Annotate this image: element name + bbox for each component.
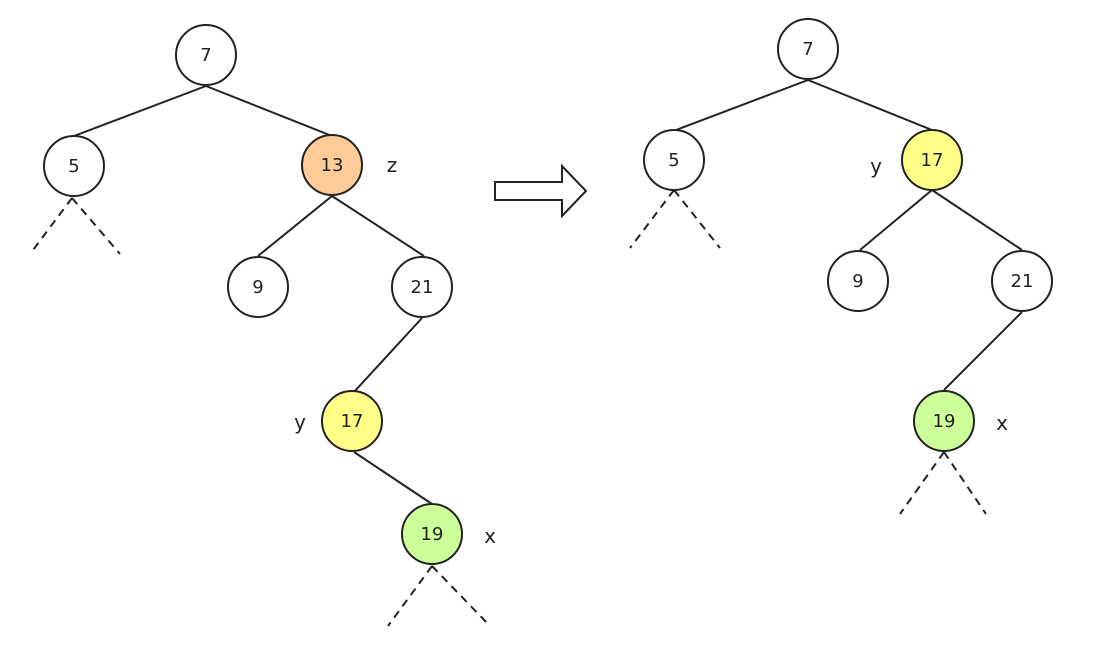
edge-13-9 — [257, 195, 333, 257]
edge-17-21 — [931, 189, 1023, 251]
node-19-label: 19 — [421, 524, 444, 545]
node-9: 9 — [227, 256, 289, 318]
node-17-label: 17 — [341, 411, 364, 432]
node-21: 21 — [391, 256, 453, 318]
node-17-y: 17 — [321, 390, 383, 452]
node-5-label: 5 — [668, 150, 679, 171]
node-21-label: 21 — [411, 277, 434, 298]
null-edge-19-right — [943, 451, 987, 515]
node-5-label: 5 — [68, 156, 79, 177]
before-tree: 7 5 13 9 21 17 19 z y x — [29, 24, 496, 627]
edge-7-5 — [73, 85, 207, 137]
node-19-x: 19 — [401, 503, 463, 565]
node-9-label: 9 — [252, 277, 263, 298]
tag-y: y — [294, 410, 306, 434]
before-edges — [29, 85, 491, 627]
node-19-x: 19 — [913, 390, 975, 452]
node-7-label: 7 — [802, 39, 813, 60]
after-edges — [629, 79, 1023, 515]
null-edge-5-left — [629, 189, 675, 249]
edge-17-19 — [353, 451, 433, 505]
node-17-label: 17 — [921, 150, 944, 171]
node-21: 21 — [991, 250, 1053, 312]
edge-17-9 — [859, 189, 933, 251]
node-5: 5 — [643, 129, 705, 191]
tag-x: x — [484, 524, 496, 548]
edge-21-17 — [353, 317, 423, 393]
node-13-label: 13 — [321, 155, 344, 176]
node-9: 9 — [827, 250, 889, 312]
edge-21-19 — [943, 311, 1023, 391]
edge-7-5 — [675, 79, 809, 131]
null-edge-5-left — [29, 197, 73, 255]
node-21-label: 21 — [1011, 271, 1034, 292]
tag-x: x — [996, 411, 1008, 435]
node-13-z: 13 — [301, 134, 363, 196]
after-tree: 7 5 17 9 21 19 y x — [629, 18, 1053, 515]
edge-7-13 — [205, 85, 333, 137]
edge-13-21 — [331, 195, 425, 257]
node-5: 5 — [43, 135, 105, 197]
node-7: 7 — [777, 18, 839, 80]
transform-arrow-icon — [494, 163, 588, 219]
tag-y: y — [870, 154, 882, 178]
null-edge-19-left — [899, 451, 945, 515]
null-edge-19-left — [387, 565, 433, 627]
edge-7-17 — [807, 79, 933, 131]
node-7: 7 — [175, 24, 237, 86]
null-edge-5-right — [71, 197, 121, 255]
null-edge-19-right — [431, 565, 491, 627]
node-19-label: 19 — [933, 411, 956, 432]
node-17-y: 17 — [901, 129, 963, 191]
node-9-label: 9 — [852, 271, 863, 292]
node-7-label: 7 — [200, 45, 211, 66]
null-edge-5-right — [673, 189, 721, 249]
tag-z: z — [387, 153, 398, 177]
